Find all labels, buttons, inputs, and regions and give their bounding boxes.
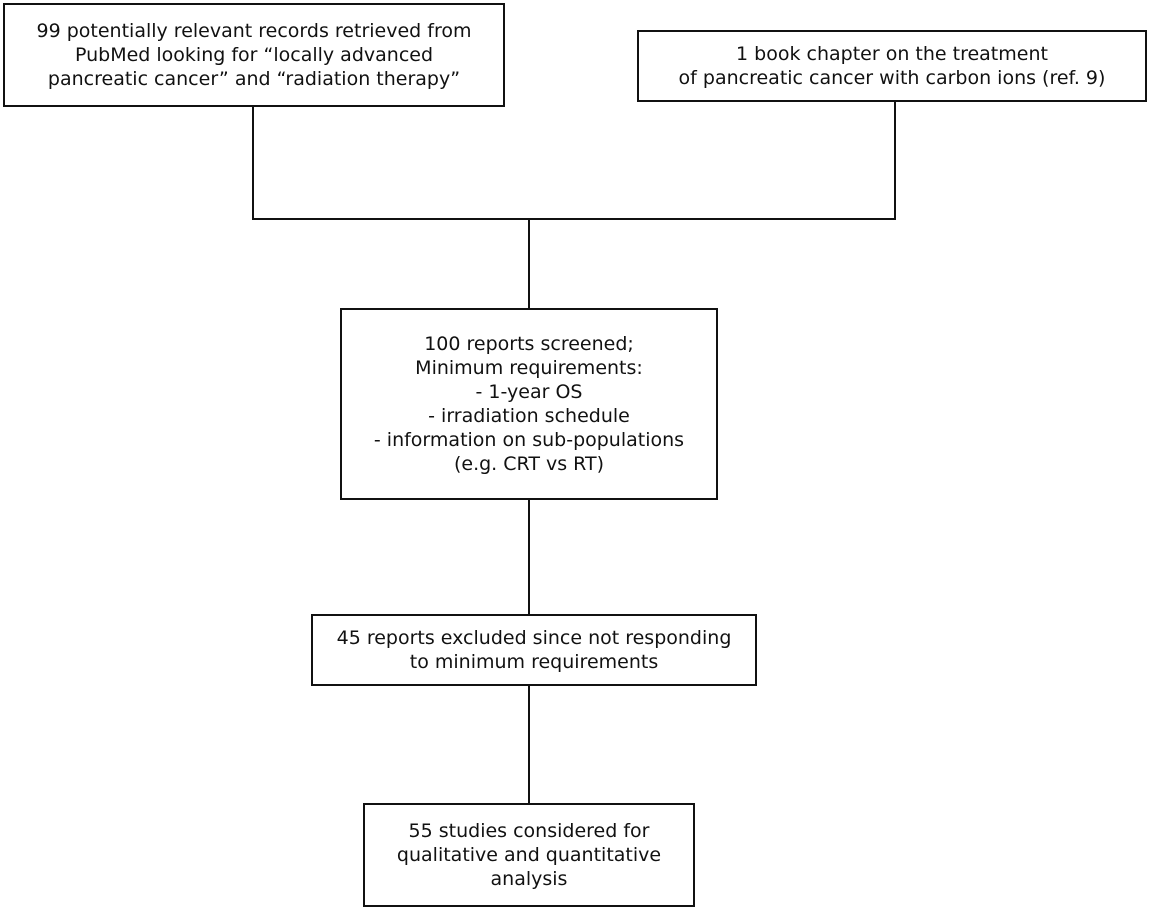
box-text-line: - irradiation schedule xyxy=(428,405,630,427)
book-chapter-box: 1 book chapter on the treatment of pancr… xyxy=(637,30,1147,102)
box-text-line: - information on sub-populations xyxy=(373,429,685,451)
reports-screened-box: 100 reports screened; Minimum requiremen… xyxy=(340,308,718,500)
studies-considered-box: 55 studies considered for qualitative an… xyxy=(363,803,695,907)
box-text-line: (e.g. CRT vs RT) xyxy=(453,453,605,475)
pubmed-records-box: 99 potentially relevant records retrieve… xyxy=(3,3,505,107)
box-text-line: PubMed looking for “locally advanced xyxy=(74,44,434,66)
box-text-line: - 1-year OS xyxy=(475,381,583,403)
box-text-line: 99 potentially relevant records retrieve… xyxy=(36,20,472,42)
box-text-line: 1 book chapter on the treatment xyxy=(736,43,1048,65)
box-text-line: qualitative and quantitative xyxy=(396,844,662,866)
box-text-line: 55 studies considered for xyxy=(408,820,650,842)
reports-excluded-box: 45 reports excluded since not responding… xyxy=(311,614,757,686)
box-text-line: analysis xyxy=(490,868,568,890)
box-text-line: 100 reports screened; xyxy=(424,333,634,355)
box-text-line: to minimum requirements xyxy=(409,651,659,673)
box-text-line: pancreatic cancer” and “radiation therap… xyxy=(47,68,461,90)
box-text-line: Minimum requirements: xyxy=(415,357,643,379)
box-text-line: of pancreatic cancer with carbon ions (r… xyxy=(678,67,1106,89)
box-text-line: 45 reports excluded since not responding xyxy=(336,627,732,649)
